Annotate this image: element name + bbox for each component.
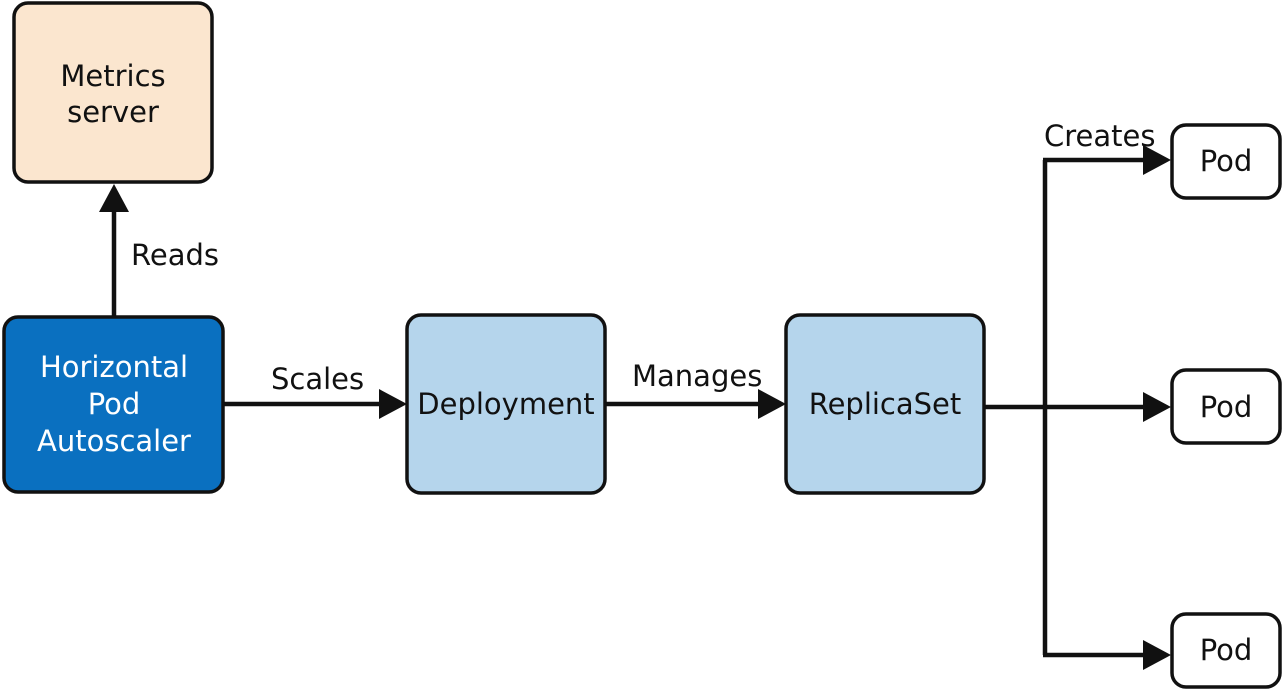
pod-label-1: Pod bbox=[1200, 144, 1253, 178]
metrics-server-label-line2: server bbox=[67, 95, 159, 129]
creates-arrowhead-bottom bbox=[1143, 640, 1171, 670]
pod-label-3: Pod bbox=[1200, 633, 1253, 667]
connectors bbox=[99, 145, 1171, 670]
creates-arrowhead-top bbox=[1143, 145, 1171, 175]
hpa-label-line3: Autoscaler bbox=[37, 424, 191, 458]
metrics-server-label-line1: Metrics bbox=[60, 59, 165, 93]
hpa-node: Horizontal Pod Autoscaler bbox=[2, 315, 225, 494]
metrics-server-node: Metrics server bbox=[12, 1, 214, 184]
deployment-box bbox=[405, 313, 607, 495]
replicaset-label: ReplicaSet bbox=[809, 387, 962, 421]
replicaset-box bbox=[784, 313, 986, 495]
hpa-label-line2: Pod bbox=[88, 387, 141, 421]
pod-box-2 bbox=[1170, 368, 1282, 445]
pod-node-3: Pod bbox=[1170, 612, 1282, 689]
reads-arrowhead bbox=[99, 184, 129, 212]
pod-node-2: Pod bbox=[1170, 368, 1282, 445]
scales-label: Scales bbox=[271, 362, 364, 396]
creates-label: Creates bbox=[1044, 119, 1155, 153]
pod-node-1: Pod bbox=[1170, 123, 1282, 200]
hpa-label-line1: Horizontal bbox=[40, 350, 188, 384]
replicaset-node: ReplicaSet bbox=[784, 313, 986, 495]
hpa-box bbox=[2, 315, 225, 494]
metrics-server-box bbox=[12, 1, 214, 184]
manages-arrowhead bbox=[758, 389, 786, 419]
manages-label: Manages bbox=[632, 359, 762, 393]
pod-label-2: Pod bbox=[1200, 390, 1253, 424]
deployment-label: Deployment bbox=[417, 387, 594, 421]
pod-box-3 bbox=[1170, 612, 1282, 689]
scales-arrowhead bbox=[379, 389, 407, 419]
pod-box-1 bbox=[1170, 123, 1282, 200]
edge-labels: Reads Scales Manages Creates bbox=[131, 119, 1155, 396]
deployment-node: Deployment bbox=[405, 313, 607, 495]
reads-label: Reads bbox=[131, 238, 219, 272]
creates-arrowhead-middle bbox=[1143, 392, 1171, 422]
